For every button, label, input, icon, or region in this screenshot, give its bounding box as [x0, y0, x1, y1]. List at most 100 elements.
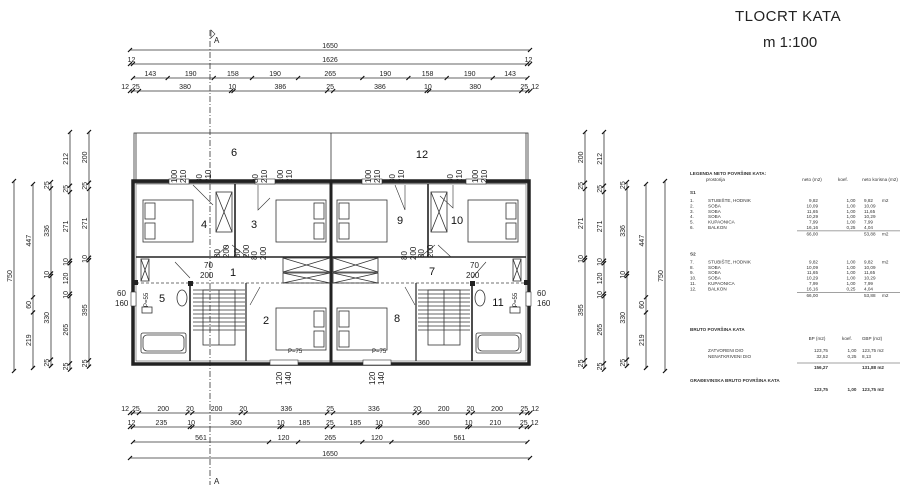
dimension-tick: [643, 310, 649, 315]
dimension-tick: [67, 258, 73, 264]
dimension-value: 158: [227, 71, 239, 78]
room-number-7: 7: [429, 266, 435, 278]
door-dimension-label: 70: [470, 261, 479, 270]
dimension-value: 10: [82, 255, 89, 263]
dimension-tick: [185, 410, 190, 416]
dimension-value: 25: [578, 359, 585, 367]
legend-row-number: 2.: [690, 203, 694, 208]
pillow: [144, 222, 156, 240]
dimension-value: 25: [63, 362, 70, 370]
legend-col-room: prostorija: [706, 177, 725, 182]
dimension-value: 12: [128, 57, 136, 64]
dimension-value: 25: [63, 185, 70, 193]
gradevinska-gbp: 123,75 m2: [862, 387, 884, 392]
dimension-tick: [67, 189, 73, 195]
legend-col-koef: koef.: [838, 177, 848, 182]
dimension-tick: [48, 185, 54, 191]
sink: [176, 289, 188, 307]
legend-row-korisna: 9,82: [864, 198, 873, 203]
door-dimension-label: 100: [276, 169, 285, 183]
legend-row-room: BALKON: [708, 286, 727, 291]
bathroom-fixtures: [140, 289, 522, 354]
door-dimension-label: 80: [417, 249, 426, 258]
legend-row-koef: 0,25: [847, 225, 856, 230]
dimension-value: 447: [26, 235, 33, 247]
dimension-tick: [518, 410, 524, 416]
dimension-value: 336: [368, 406, 380, 413]
legend-row-room: KUPAONICA: [708, 281, 736, 286]
dimension-value: 10: [63, 258, 70, 266]
pillow: [338, 222, 350, 240]
dimension-value: 336: [44, 225, 51, 237]
dimension-value: 20: [413, 406, 421, 413]
section-label-bottom: A: [214, 477, 220, 485]
legend-row-korisna: 10,09: [864, 265, 876, 270]
legend-row-number: 11.: [690, 281, 696, 286]
door-dimension-label: P=55: [144, 292, 150, 307]
dimension-value: 25: [520, 84, 528, 91]
gradevinska-bp: 123,75: [814, 387, 828, 392]
dimension-tick: [444, 75, 450, 81]
door-dimension-label: 80: [446, 174, 455, 183]
dimension-tick: [238, 410, 244, 416]
dimension-value: 330: [44, 312, 51, 324]
door-dimension-label: P=55: [513, 292, 519, 307]
dimension-tick: [417, 410, 422, 416]
dimension-tick: [624, 185, 630, 191]
legend-col-neto: neto (m2): [802, 177, 822, 182]
bruto-row-bp: 32,52: [817, 354, 829, 359]
dimension-value: 200: [491, 406, 503, 413]
legend-row-korisna: 9,82: [864, 259, 873, 264]
dimension-tick: [375, 424, 381, 430]
dimension-value: 10: [44, 271, 51, 279]
legend-row-korisna: 10,09: [864, 203, 876, 208]
legend-unit: m2: [882, 198, 889, 203]
dimension-value: 336: [620, 225, 627, 237]
legend-row-koef: 1,00: [847, 276, 856, 281]
door-dimension-label: 80: [400, 251, 409, 260]
staircases: [193, 289, 470, 346]
dimension-tick: [527, 47, 533, 53]
dimension-tick: [624, 179, 630, 185]
door-dimension-label: 200: [222, 244, 231, 258]
door-dimension-label: 60: [117, 289, 126, 298]
door-dimension-label: 80: [250, 251, 259, 260]
room-number-1: 1: [230, 267, 236, 279]
dimension-tick: [527, 88, 533, 94]
stair-handrail: [202, 289, 236, 346]
dimension-tick: [136, 88, 142, 94]
drawing-title: TLOCRT KATA: [735, 8, 841, 25]
legend-row-neto: 16,16: [807, 286, 819, 291]
dimension-tick: [412, 410, 418, 416]
dimension-value: 265: [63, 324, 70, 336]
dimension-tick: [377, 424, 383, 430]
dimension-value: 1626: [322, 57, 338, 64]
door-dimension-label: 210: [373, 169, 382, 183]
room-number-9: 9: [397, 215, 403, 227]
legend-row-number: 1.: [690, 198, 694, 203]
dimension-value: 10: [228, 84, 236, 91]
dimension-tick: [67, 367, 73, 373]
door-dimension-label: 100: [364, 169, 373, 183]
dimension-tick: [11, 368, 17, 374]
dimension-tick: [467, 424, 473, 430]
bathtub: [475, 332, 522, 354]
room-number-12: 12: [416, 149, 428, 161]
dimension-tick: [189, 424, 195, 430]
legend-row-room: SOBA: [708, 270, 722, 275]
door-dimension-label: 200: [466, 271, 480, 280]
dimension-tick: [465, 424, 470, 430]
dimension-value: 386: [274, 84, 286, 91]
dimension-value: 200: [211, 406, 223, 413]
dimension-tick: [524, 61, 530, 67]
dimension-tick: [582, 129, 588, 135]
dimension-tick: [48, 271, 54, 276]
stair-handrail: [427, 289, 461, 346]
bruto-total-gbp: 131,88 m2: [862, 365, 884, 370]
dimension-value: 143: [504, 71, 516, 78]
dimension-tick: [48, 363, 54, 369]
legend-unit: m2: [882, 293, 889, 298]
dimension-tick: [524, 410, 530, 416]
